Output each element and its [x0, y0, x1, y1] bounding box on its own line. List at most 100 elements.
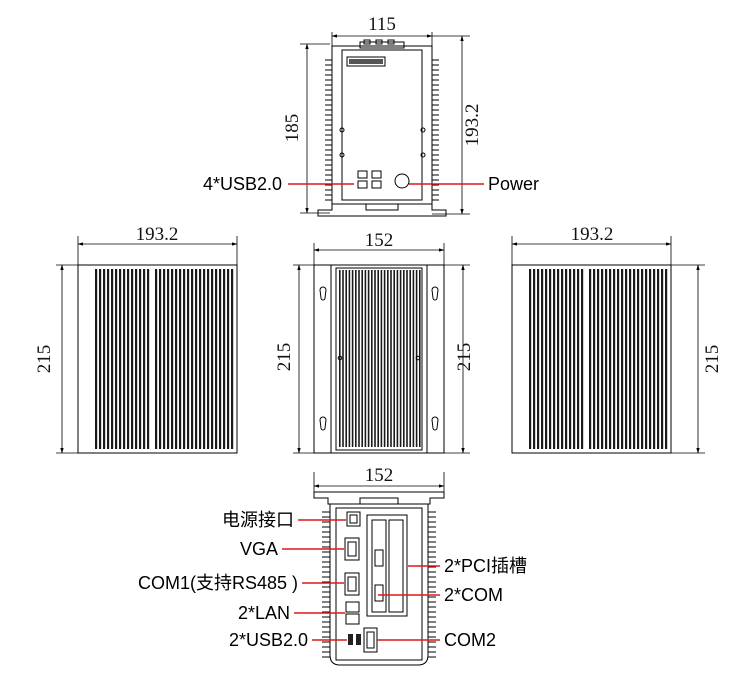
- heatsink-fin: [203, 269, 206, 449]
- keyhole-icon: [319, 416, 327, 431]
- label-pci: 2*PCI插槽: [444, 556, 527, 576]
- heatsink-fin: [649, 269, 652, 449]
- heatsink-fin: [553, 269, 556, 449]
- heatsink-fin: [345, 270, 347, 447]
- heatsink-fin: [609, 269, 612, 449]
- dim-center-height-right: 215: [454, 343, 475, 372]
- heatsink-fin: [219, 269, 222, 449]
- heatsink-fin: [565, 269, 568, 449]
- label-top-usb: 4*USB2.0: [203, 174, 282, 194]
- heatsink-fin: [371, 270, 373, 447]
- heatsink-fin: [529, 269, 532, 449]
- label-bottom-usb: 2*USB2.0: [229, 630, 308, 650]
- usb-port-icon: [357, 170, 368, 179]
- dim-right-width: 193.2: [571, 224, 614, 245]
- heatsink-fin: [339, 270, 341, 447]
- label-lan: 2*LAN: [238, 603, 290, 623]
- heatsink-fin: [657, 269, 660, 449]
- heatsink-fin: [409, 270, 411, 447]
- heatsink-fin: [119, 269, 122, 449]
- heatsink-fin: [163, 269, 166, 449]
- heatsink-fin: [99, 269, 102, 449]
- heatsink-fin: [358, 270, 360, 447]
- heatsink-fin: [653, 269, 656, 449]
- heatsink-fin: [387, 270, 389, 447]
- heatsink-fin: [155, 269, 158, 449]
- label-power: Power: [488, 174, 539, 194]
- heatsink-fin: [597, 269, 600, 449]
- heatsink-fin: [593, 269, 596, 449]
- heatsink-fin: [403, 270, 405, 447]
- label-power-port: 电源接口: [222, 510, 294, 530]
- right-side-view: 193.2 215: [511, 224, 723, 454]
- keyhole-icon: [431, 286, 439, 301]
- heatsink-fin: [537, 269, 540, 449]
- heatsink-fin: [115, 269, 118, 449]
- dim-center-height-left: 215: [274, 343, 295, 372]
- label-com1: COM1(支持RS485 ): [138, 573, 298, 593]
- dim-center-width: 152: [365, 230, 394, 251]
- power-button-icon: [394, 173, 410, 189]
- usb-port-icon: [371, 170, 382, 179]
- heatsink-fin: [533, 269, 536, 449]
- heatsink-fin: [399, 270, 402, 447]
- heatsink-fin: [147, 269, 150, 449]
- heatsink-fin: [361, 270, 363, 447]
- heatsink-fin: [342, 270, 344, 447]
- label-com2: COM2: [444, 630, 496, 650]
- heatsink-fin: [111, 269, 114, 449]
- heatsink-fin: [367, 270, 370, 447]
- heatsink-fin: [159, 269, 162, 449]
- heatsink-fin: [227, 269, 230, 449]
- heatsink-fin: [374, 270, 376, 447]
- heatsink-fin: [107, 269, 110, 449]
- dim-left-width: 193.2: [136, 224, 179, 245]
- heatsink-fin: [641, 269, 644, 449]
- heatsink-fin: [577, 269, 580, 449]
- heatsink-fin: [412, 270, 415, 447]
- heatsink-fin: [605, 269, 608, 449]
- heatsink-fin: [175, 269, 178, 449]
- dim-bottom-width: 152: [365, 465, 394, 486]
- heatsink-fin: [661, 269, 664, 449]
- heatsink-fin: [561, 269, 564, 449]
- heatsink-fin: [95, 269, 98, 449]
- label-com: 2*COM: [444, 585, 503, 605]
- heatsink-fin: [191, 269, 194, 449]
- heatsink-fin: [569, 269, 572, 449]
- heatsink-fin: [617, 269, 620, 449]
- heatsink-fin: [223, 269, 226, 449]
- heatsink-fin: [581, 269, 584, 449]
- dim-top-height-left: 185: [282, 114, 303, 143]
- heatsink-fin: [199, 269, 202, 449]
- heatsink-fin: [183, 269, 186, 449]
- heatsink-fin: [195, 269, 198, 449]
- heatsink-fin: [364, 270, 367, 447]
- heatsink-fin: [557, 269, 560, 449]
- dim-top-width: 115: [368, 14, 396, 35]
- heatsink-fin: [613, 269, 616, 449]
- heatsink-fin: [390, 270, 392, 447]
- usb-port-icon: [357, 180, 368, 189]
- heatsink-fin: [171, 269, 174, 449]
- heatsink-fin: [601, 269, 604, 449]
- heatsink-fin: [380, 270, 383, 447]
- heatsink-fin: [179, 269, 182, 449]
- label-vga: VGA: [240, 539, 278, 559]
- usb-port-icon: [371, 180, 382, 189]
- heatsink-fin: [355, 270, 357, 447]
- heatsink-fin: [633, 269, 636, 449]
- heatsink-fin: [637, 269, 640, 449]
- heatsink-fin: [139, 269, 142, 449]
- keyhole-icon: [319, 286, 327, 301]
- heatsink-fin: [625, 269, 628, 449]
- heatsink-fin: [351, 270, 354, 447]
- heatsink-fin: [377, 270, 379, 447]
- heatsink-fin: [143, 269, 146, 449]
- dim-top-height-right: 193.2: [462, 104, 483, 147]
- left-side-view: 193.2 215: [34, 224, 238, 454]
- heatsink-fin: [211, 269, 214, 449]
- dim-left-height: 215: [34, 345, 55, 374]
- heatsink-fin: [127, 269, 130, 449]
